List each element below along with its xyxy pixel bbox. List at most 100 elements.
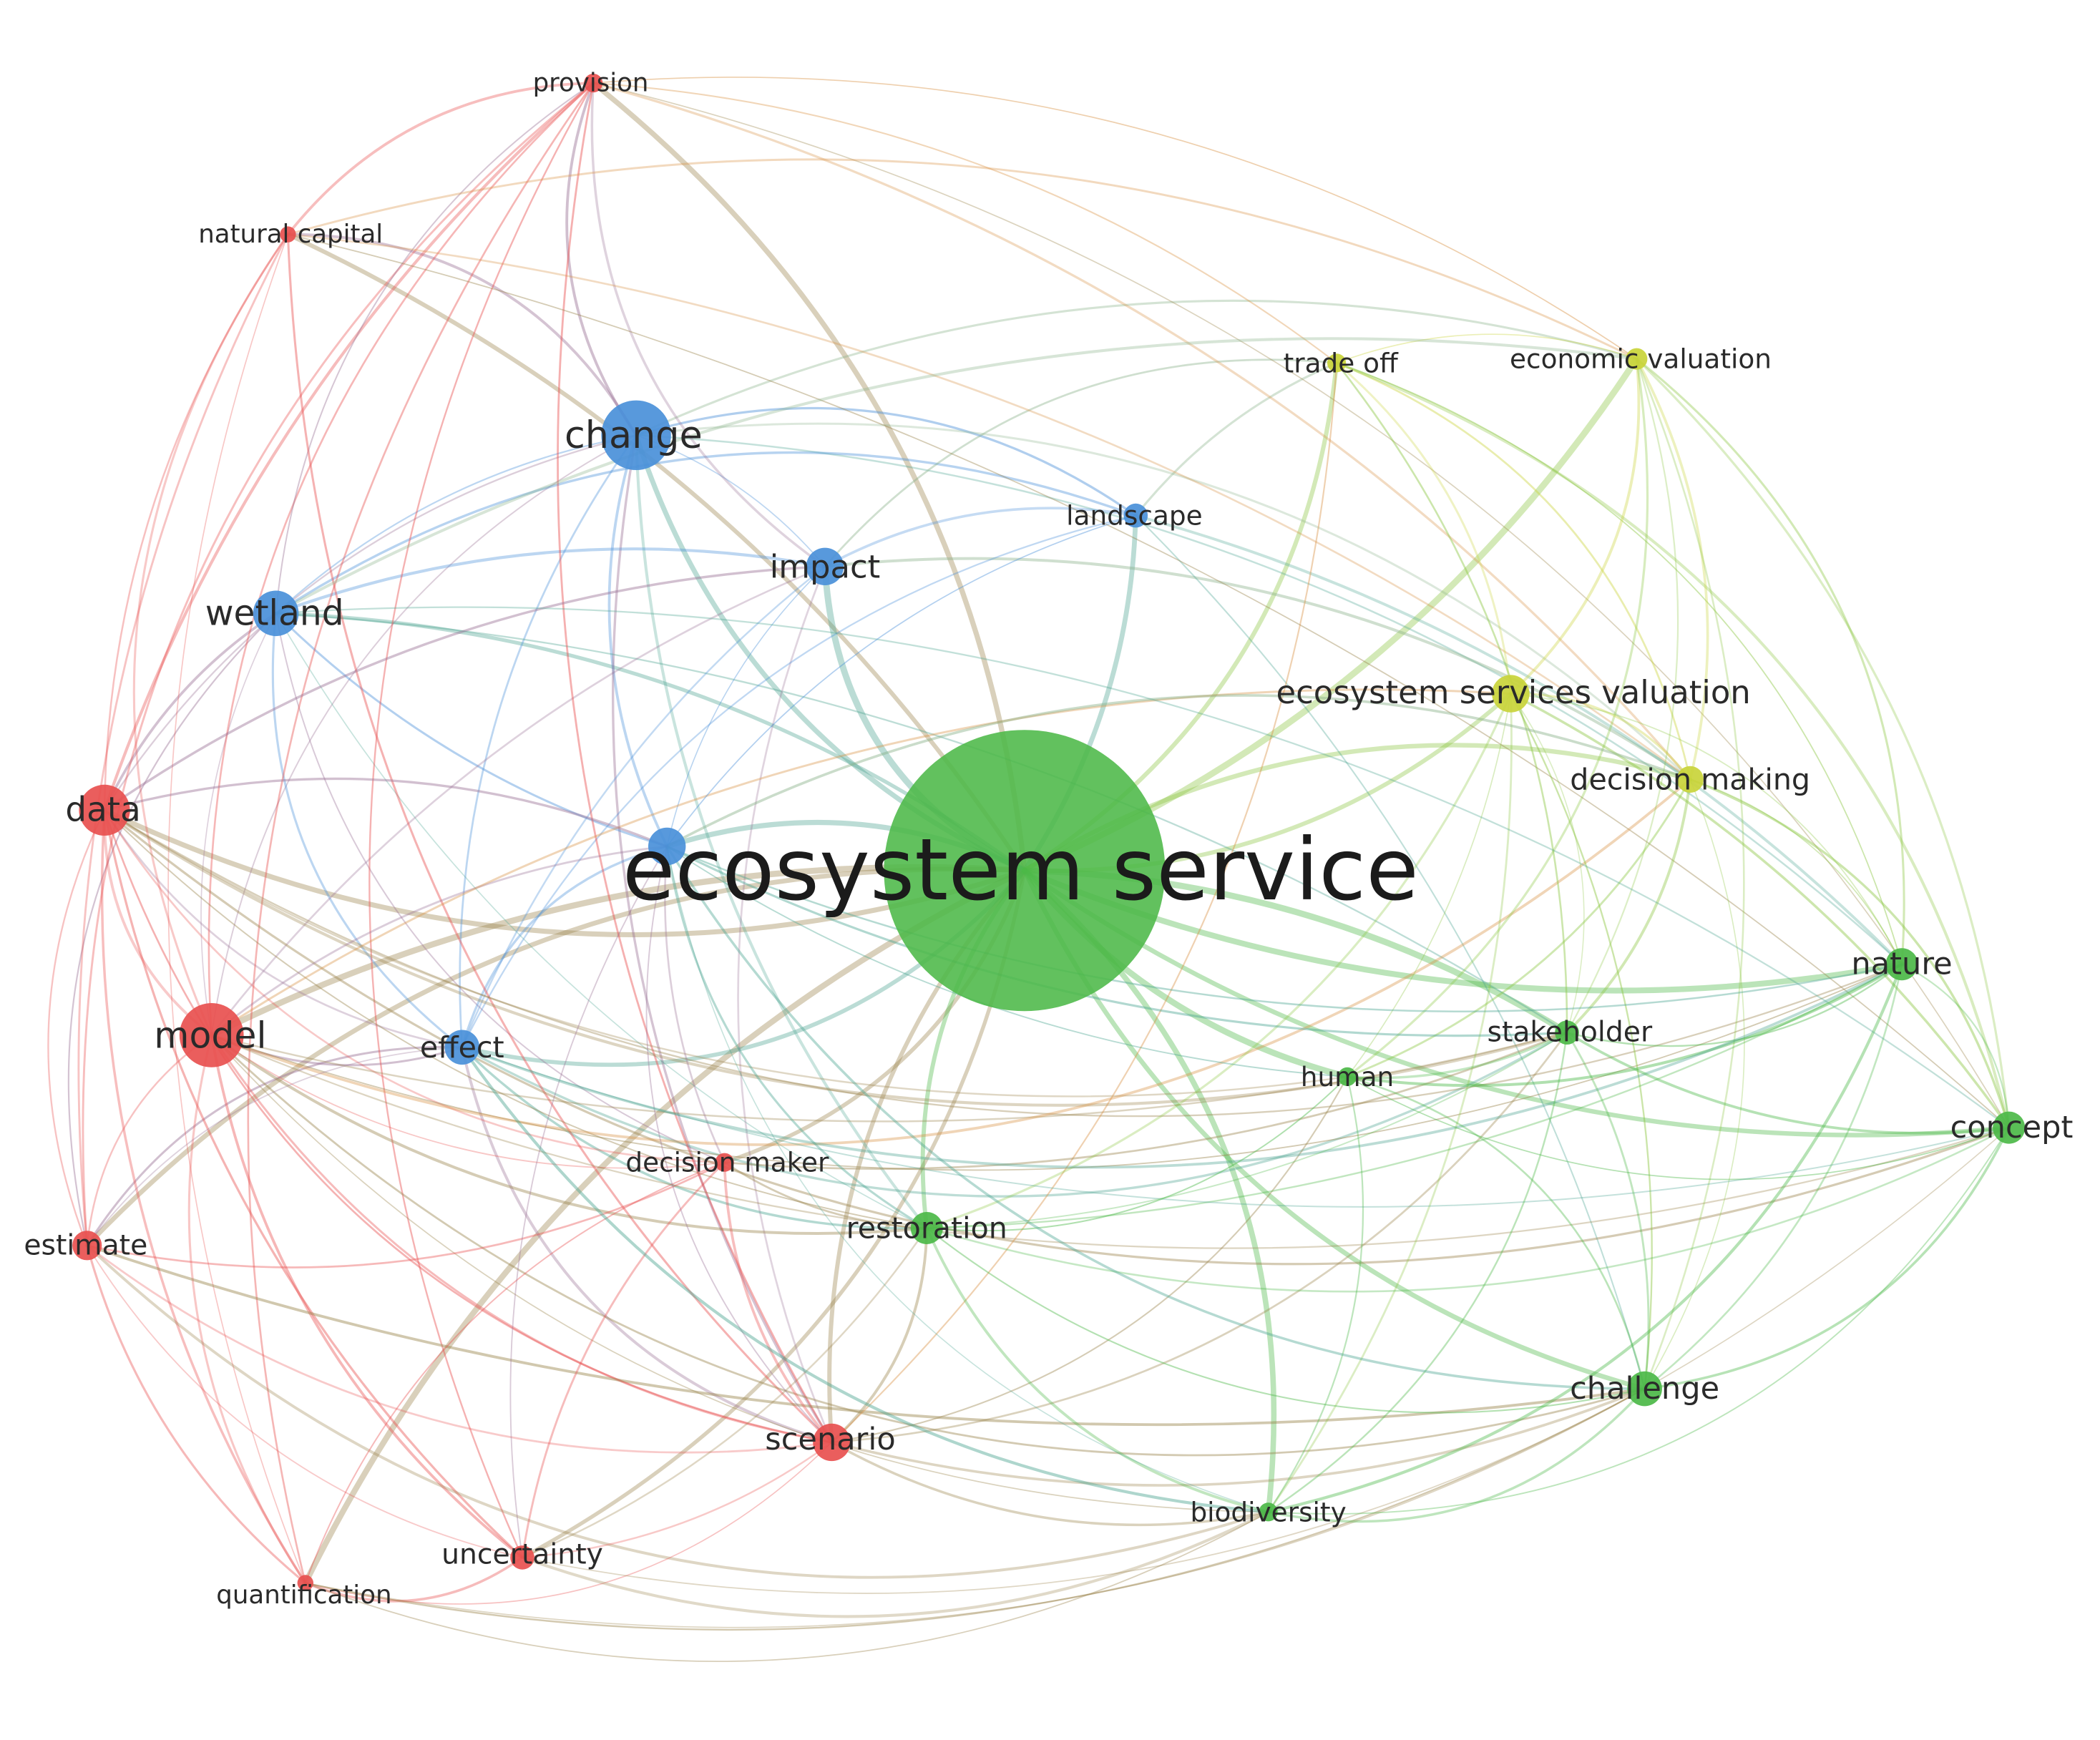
node-economic-valuation[interactable] bbox=[1626, 348, 1648, 370]
label-uncertainty: uncertainty bbox=[441, 1539, 603, 1571]
link-trade-off-decision-making bbox=[1335, 361, 1691, 781]
node-ecosystem-service[interactable] bbox=[884, 730, 1166, 1012]
link-provision-concept bbox=[592, 82, 2010, 1128]
node-estimate[interactable] bbox=[72, 1231, 102, 1261]
link-effect-unlabeled-blue bbox=[461, 845, 668, 1049]
node-unlabeled-blue[interactable] bbox=[648, 827, 686, 866]
link-effect-stakeholder bbox=[461, 1031, 1568, 1198]
link-effect-scenario bbox=[460, 1045, 834, 1444]
link-decision-maker-stakeholder bbox=[723, 1031, 1568, 1170]
link-biodiversity-effect bbox=[460, 1045, 1270, 1514]
link-estimate-challenge bbox=[85, 1243, 1646, 1427]
link-unlabeled-blue-data bbox=[103, 777, 668, 848]
node-restoration[interactable] bbox=[910, 1212, 943, 1244]
label-natural-capital: natural capital bbox=[198, 220, 383, 249]
link-decision-making-challenge bbox=[1644, 778, 1745, 1389]
node-wetland[interactable] bbox=[253, 590, 299, 637]
node-ecosystem-services-valuation[interactable] bbox=[1492, 675, 1530, 713]
node-challenge[interactable] bbox=[1627, 1371, 1662, 1407]
link-wetland-impact bbox=[274, 547, 827, 615]
node-decision-making[interactable] bbox=[1676, 766, 1704, 793]
link-estimate-scenario bbox=[86, 1244, 833, 1454]
link-data-scenario bbox=[103, 809, 833, 1444]
link-scenario-trade-off bbox=[831, 362, 1338, 1443]
link-nature-biodiversity bbox=[1266, 962, 1904, 1514]
link-quantification-challenge bbox=[304, 1387, 1646, 1631]
link-model-unlabeled-blue bbox=[210, 845, 668, 1037]
node-natural-capital[interactable] bbox=[280, 226, 296, 243]
link-model-biodiversity bbox=[210, 1035, 1269, 1513]
link-nature-effect bbox=[460, 962, 1903, 1169]
label-decision-maker: decision maker bbox=[625, 1147, 829, 1178]
link-nature-challenge bbox=[1644, 963, 1903, 1390]
node-change[interactable] bbox=[601, 400, 671, 470]
label-model: model bbox=[154, 1014, 266, 1056]
link-economic-valuation-decision-making bbox=[1635, 357, 1709, 781]
link-model-concept bbox=[210, 1034, 2010, 1249]
link-decision-making-stakeholder bbox=[1566, 778, 1692, 1035]
node-trade-off[interactable] bbox=[1327, 353, 1347, 373]
node-biodiversity[interactable] bbox=[1259, 1502, 1278, 1522]
link-unlabeled-blue-landscape bbox=[666, 514, 1137, 847]
node-quantification[interactable] bbox=[297, 1575, 313, 1591]
link-landscape-trade-off bbox=[1134, 361, 1338, 517]
link-human-biodiversity bbox=[1267, 1075, 1364, 1513]
node-human[interactable] bbox=[1337, 1067, 1357, 1086]
link-data-uncertainty bbox=[103, 808, 524, 1559]
link-data-stakeholder bbox=[102, 808, 1569, 1107]
node-provision[interactable] bbox=[584, 74, 603, 93]
label-change: change bbox=[565, 414, 703, 457]
label-provision: provision bbox=[533, 69, 649, 98]
link-data-impact bbox=[103, 565, 826, 812]
node-data[interactable] bbox=[79, 784, 130, 836]
link-decision-maker-unlabeled-blue bbox=[664, 845, 726, 1164]
link-ecosystem-services-valuation-human bbox=[1347, 693, 1512, 1077]
link-nature-concept bbox=[1900, 963, 2010, 1129]
link-estimate-uncertainty bbox=[86, 1244, 523, 1558]
node-decision-maker[interactable] bbox=[715, 1153, 734, 1172]
link-economic-valuation-human bbox=[1346, 357, 1649, 1078]
link-landscape-challenge bbox=[1135, 514, 1646, 1390]
link-wetland-stakeholder bbox=[275, 612, 1568, 1034]
node-model[interactable] bbox=[179, 1003, 244, 1067]
link-wetland-restoration bbox=[275, 612, 928, 1229]
link-ecosystem-service-natural-capital bbox=[285, 232, 1027, 873]
link-human-challenge bbox=[1346, 1075, 1646, 1390]
node-stakeholder[interactable] bbox=[1555, 1020, 1579, 1045]
link-ecosystem-services-valuation-nature bbox=[1510, 693, 1903, 965]
link-stakeholder-challenge bbox=[1566, 1031, 1650, 1390]
node-uncertainty[interactable] bbox=[510, 1545, 534, 1570]
link-model-decision-making bbox=[210, 778, 1692, 1146]
node-effect[interactable] bbox=[444, 1030, 480, 1065]
link-impact-landscape bbox=[824, 507, 1138, 568]
link-natural-capital-quantification bbox=[167, 233, 306, 1584]
node-nature[interactable] bbox=[1885, 948, 1918, 981]
node-scenario[interactable] bbox=[813, 1423, 851, 1462]
label-ecosystem-service: ecosystem service bbox=[622, 821, 1419, 920]
label-decision-making: decision making bbox=[1570, 762, 1810, 796]
link-model-stakeholder bbox=[210, 1031, 1568, 1123]
link-effect-model bbox=[210, 1034, 464, 1067]
link-concept-effect bbox=[461, 1046, 2010, 1208]
link-quantification-decision-maker bbox=[304, 1161, 726, 1584]
link-impact-effect bbox=[461, 565, 826, 1049]
link-change-data bbox=[103, 434, 638, 811]
link-provision-impact bbox=[590, 82, 826, 568]
link-restoration-biodiversity bbox=[925, 1226, 1270, 1514]
link-nature-stakeholder bbox=[1566, 963, 1903, 1047]
link-change-wetland bbox=[275, 434, 638, 615]
node-landscape[interactable] bbox=[1123, 503, 1148, 528]
node-impact[interactable] bbox=[806, 547, 844, 585]
link-ecosystem-services-valuation-restoration bbox=[925, 693, 1512, 1230]
link-concept-wetland bbox=[275, 606, 2010, 1129]
link-stakeholder-unlabeled-blue bbox=[665, 845, 1568, 1037]
link-change-natural-capital bbox=[286, 233, 638, 437]
link-quantification-uncertainty bbox=[304, 1556, 524, 1603]
node-concept[interactable] bbox=[1993, 1111, 2026, 1144]
link-scenario-decision-maker bbox=[723, 1160, 834, 1444]
link-provision-estimate bbox=[82, 82, 595, 1247]
link-uncertainty-challenge bbox=[522, 1388, 1646, 1594]
link-provision-data bbox=[102, 82, 595, 812]
label-data: data bbox=[65, 791, 140, 829]
